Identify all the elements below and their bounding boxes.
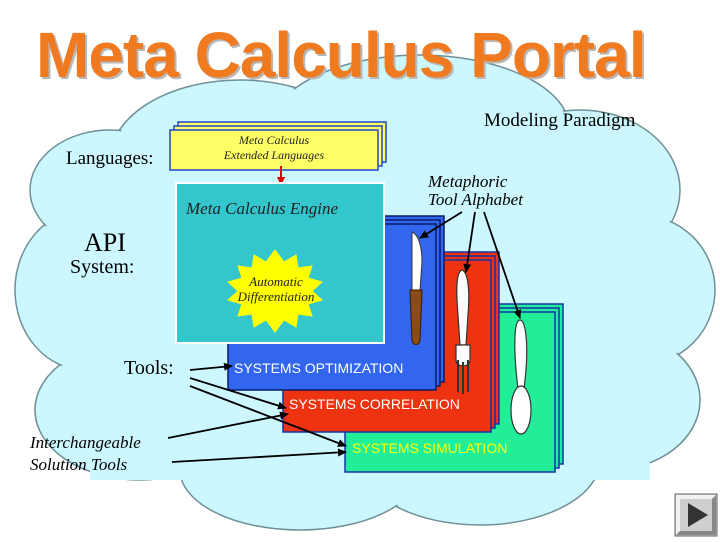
interchangeable-label: Interchangeable Solution Tools: [30, 432, 141, 476]
metaphoric-arrow-spoon: [483, 211, 522, 319]
engine-label: Meta Calculus Engine: [186, 199, 339, 218]
autodiff-line2: Differentiation: [237, 289, 315, 304]
interchangeable-line2: Solution Tools: [30, 455, 128, 474]
next-slide-button[interactable]: [674, 493, 718, 537]
metaphoric-label: Metaphoric Tool Alphabet: [428, 173, 523, 209]
knife-icon: [409, 231, 423, 345]
metaphoric-line1: Metaphoric: [428, 172, 508, 191]
optimization-label: SYSTEMS OPTIMIZATION: [234, 360, 404, 376]
interchangeable-arrow-simulation: [171, 448, 347, 463]
interchangeable-line1: Interchangeable: [30, 433, 141, 452]
metaphoric-line2: Tool Alphabet: [428, 190, 523, 209]
extended-languages-line2: Extended Languages: [223, 148, 325, 162]
languages-label: Languages:: [66, 148, 154, 169]
extended-languages-line1: Meta Calculus: [238, 133, 310, 147]
interchangeable-arrow-correlation: [167, 411, 289, 439]
tools-arrow-simulation: [189, 385, 347, 447]
extended-languages-text: Meta Calculus Extended Languages: [170, 133, 378, 163]
simulation-label: SYSTEMS SIMULATION: [352, 440, 508, 456]
page-title: Meta Calculus Portal: [36, 19, 646, 91]
spoon-icon: [510, 319, 532, 435]
system-label: System:: [70, 256, 135, 278]
autodiff-line1: Automatic: [249, 274, 303, 289]
fork-icon: [455, 269, 471, 394]
correlation-label: SYSTEMS CORRELATION: [289, 396, 460, 412]
metaphoric-arrow-knife: [419, 211, 463, 239]
metaphoric-arrow-fork: [463, 211, 476, 273]
modeling-paradigm-label: Modeling Paradigm: [484, 110, 636, 131]
autodiff-starburst: [226, 249, 324, 333]
tools-label: Tools:: [124, 357, 174, 379]
tools-arrow-optimization: [189, 362, 233, 371]
next-arrow-icon: [674, 493, 718, 537]
autodiff-text: Automatic Differentiation: [228, 274, 324, 304]
extended-languages-box: [169, 121, 387, 171]
api-label: API: [84, 228, 126, 257]
tools-arrow-correlation: [189, 377, 287, 410]
